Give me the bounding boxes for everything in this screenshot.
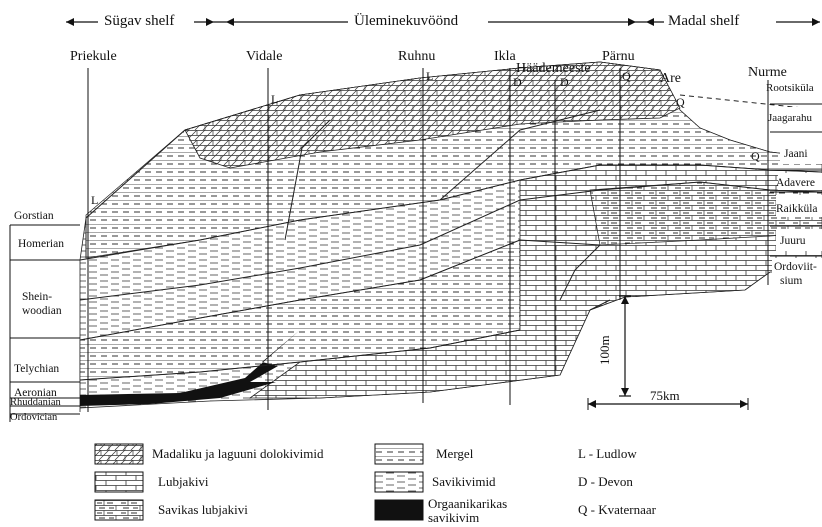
stage-raikkula: Raikküla [776, 203, 818, 215]
legend-swatch-marl [374, 443, 424, 465]
borehole-lines [87, 68, 769, 412]
legend-label-clayey-limestone: Savikas lubjakivi [158, 502, 248, 517]
stage-juuru: Juuru [780, 235, 806, 247]
marker-ludlow-ruhnu: L [426, 69, 433, 83]
legend-label-organic-claystone-1: Orgaanikarikas [428, 496, 507, 511]
locality-parnu: Pärnu [602, 49, 635, 64]
stage-adavere: Adavere [776, 177, 815, 189]
locality-haademeeste: Häädemeeste [516, 61, 591, 76]
legend-label-limestone: Lubjakivi [158, 474, 209, 489]
zone-deep-shelf: Sügav shelf [104, 13, 174, 29]
locality-ruhnu: Ruhnu [398, 49, 435, 64]
zone-transition: Üleminekuvöönd [354, 12, 459, 29]
zone-header: Sügav shelf Üleminekuvöönd Madal shelf [66, 10, 820, 29]
locality-vidale: Vidale [246, 49, 282, 64]
marker-devon-ikla: D [513, 75, 522, 89]
legend-label-dolomite: Madaliku ja laguuni dolokivimid [152, 446, 324, 461]
marker-quaternary-nurme: Q [751, 149, 760, 163]
period-markers: L L L D D Q Q Q [91, 69, 760, 207]
scale-bars: 100m 75km [587, 295, 749, 410]
unit-organic-claystone [80, 330, 300, 406]
locality-priekule: Priekule [70, 49, 117, 64]
zone-shallow-shelf: Madal shelf [668, 13, 739, 29]
stage-sheinwoodian-1: Shein- [22, 291, 52, 303]
legend-swatch-organic-claystone [374, 499, 424, 521]
legend-label-organic-claystone-2: savikivim [428, 510, 479, 525]
stage-sheinwoodian-2: woodian [22, 305, 62, 317]
legend-label-quaternary: Q - Kvaternaar [578, 502, 657, 517]
legend-swatch-dolomite [94, 443, 144, 465]
stage-jaani: Jaani [784, 148, 808, 160]
locality-are: Are [660, 71, 681, 86]
stage-rhuddanian: Rhuddanian [10, 397, 61, 408]
vertical-scale-label: 100m [597, 335, 612, 365]
stage-aeronian: Aeronian [14, 387, 57, 399]
marker-devon-haademeeste: D [560, 75, 569, 89]
stage-jaagarahu: Jaagarahu [768, 112, 812, 124]
legend-swatch-clayey-limestone [94, 499, 144, 521]
locality-ikla: Ikla [494, 49, 517, 64]
legend-label-marl: Mergel [436, 446, 474, 461]
legend: Madaliku ja laguuni dolokivimid Lubjakiv… [94, 443, 657, 525]
strata-body [79, 61, 822, 412]
horizontal-scale-label: 75km [650, 388, 680, 403]
stage-homerian: Homerian [18, 238, 64, 250]
stage-gorstian: Gorstian [14, 210, 54, 222]
stage-ordovician: Ordovician [10, 412, 58, 423]
stage-telychian: Telychian [14, 363, 59, 375]
legend-swatch-claystone [374, 471, 424, 493]
marker-quaternary-are: Q [676, 95, 685, 109]
marker-quaternary-parnu: Q [622, 69, 631, 83]
right-stage-column: Rootsiküla Jaagarahu Jaani Adavere Raikk… [766, 78, 822, 292]
left-stage-column: Gorstian Homerian Shein- woodian Telychi… [9, 210, 80, 423]
locality-nurme: Nurme [748, 65, 787, 80]
legend-label-claystone: Savikivimid [432, 474, 496, 489]
legend-label-ludlow: L - Ludlow [578, 446, 637, 461]
stage-ordoviitsium-1: Ordoviit- [774, 261, 817, 273]
locality-labels: Priekule Vidale Ruhnu Ikla Häädemeeste P… [70, 49, 787, 86]
stage-ordoviitsium-2: sium [780, 275, 802, 287]
marker-ludlow-vidale: L [271, 92, 278, 106]
stage-rootsikula: Rootsiküla [766, 82, 814, 94]
legend-swatch-limestone [94, 471, 144, 493]
marker-ludlow-priekule: L [91, 193, 98, 207]
legend-label-devon: D - Devon [578, 474, 633, 489]
